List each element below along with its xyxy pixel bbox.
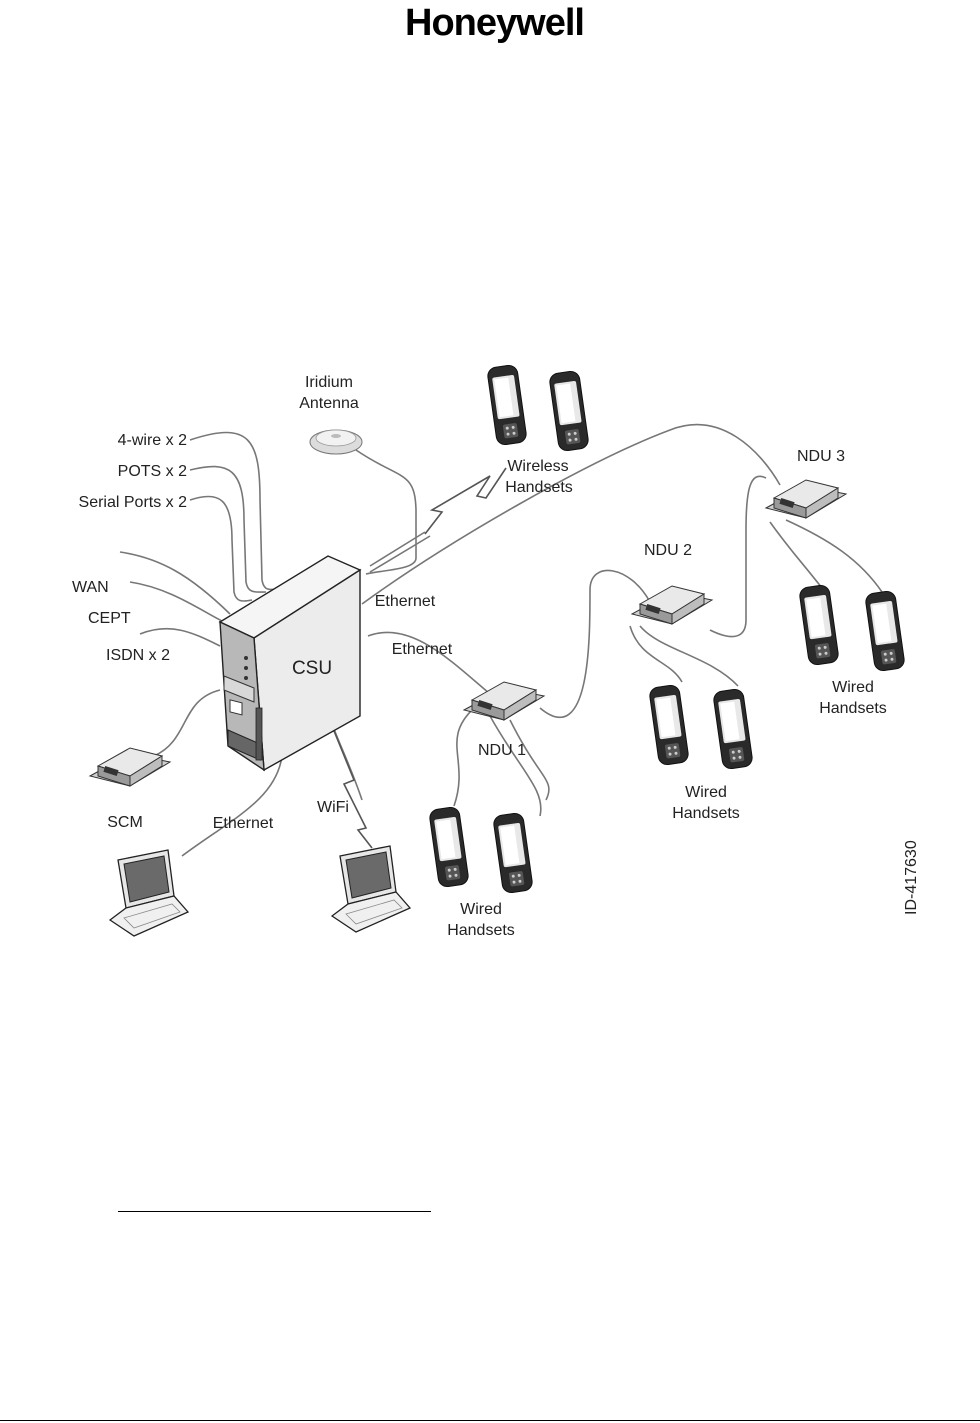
label-ethernet-mid: Ethernet [392,641,453,658]
wired-handset-2b [713,688,754,769]
wired-handset-3a [799,584,840,665]
ndu-1-unit [464,682,544,720]
label-pots: POTS x 2 [118,463,187,480]
wireless-handset-2 [549,370,590,451]
figure-id: ID-417630 [903,840,920,915]
label-wan: WAN [72,579,109,596]
diagram-labels: Iridium Antenna 4-wire x 2 POTS x 2 Seri… [72,374,920,939]
label-wired1-2: Handsets [447,922,515,939]
page-bottom-rule [0,1420,980,1421]
wired-handset-1b [493,812,534,893]
label-wired1-1: Wired [460,901,502,918]
wifi-laptop [332,846,410,932]
csu-unit [220,556,360,770]
label-ethernet-laptop: Ethernet [213,815,274,832]
wired-handset-3b [865,590,906,671]
ndu-3-unit [766,480,846,518]
label-ethernet-top: Ethernet [375,593,436,610]
footnote-rule [118,1211,431,1212]
label-wired2-2: Handsets [672,805,740,822]
label-ndu2: NDU 2 [644,542,692,559]
iridium-antenna [310,430,362,454]
honeywell-logo: Honeywell [405,2,625,45]
wireless-handset-1 [487,364,528,445]
ethernet-laptop [110,850,188,936]
label-ndu1: NDU 1 [478,742,526,759]
label-cept: CEPT [88,610,131,627]
label-iridium-1: Iridium [305,374,353,391]
wired-handset-2a [649,684,690,765]
label-four-wire: 4-wire x 2 [118,432,187,449]
label-serial: Serial Ports x 2 [79,494,188,511]
label-scm: SCM [107,814,143,831]
label-isdn: ISDN x 2 [106,647,170,664]
wired-handset-1a [429,806,470,887]
system-diagram: Iridium Antenna 4-wire x 2 POTS x 2 Seri… [70,360,930,960]
label-wired2-1: Wired [685,784,727,801]
label-wired3-2: Handsets [819,700,887,717]
label-wifi: WiFi [317,799,349,816]
label-wired3-1: Wired [832,679,874,696]
label-iridium-2: Antenna [299,395,359,412]
label-ndu3: NDU 3 [797,448,845,465]
label-wireless-1: Wireless [507,458,568,475]
label-csu: CSU [292,658,332,679]
label-wireless-2: Handsets [505,479,573,496]
